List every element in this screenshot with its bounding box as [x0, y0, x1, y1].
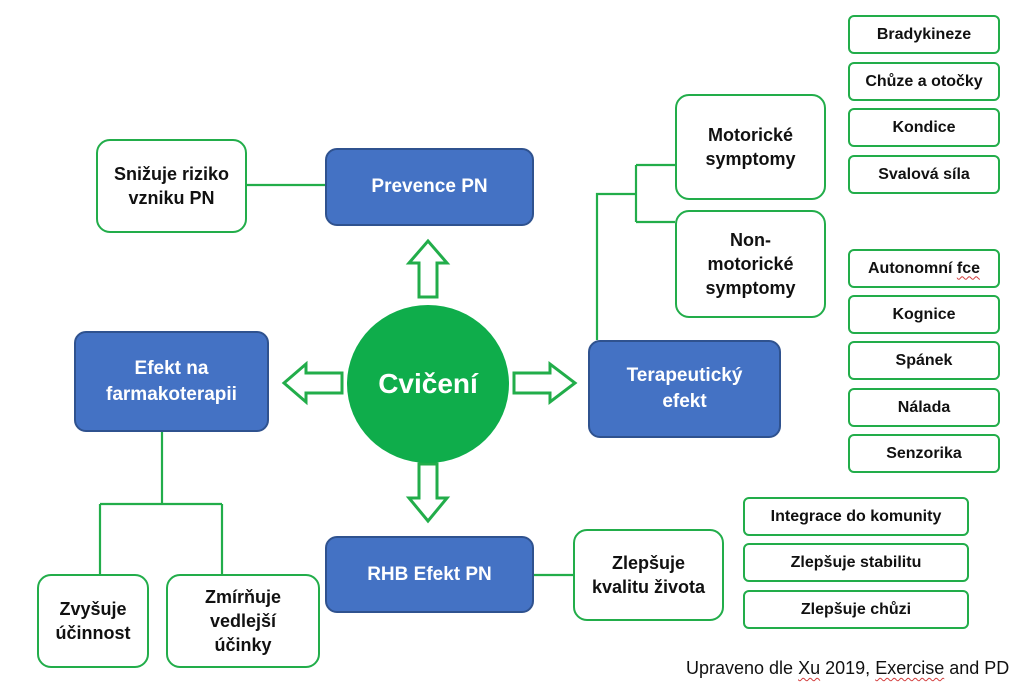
center-circle: Cvičení — [347, 305, 509, 463]
motoricke-item-box: Bradykineze — [848, 15, 1000, 54]
prevence-label: Prevence PN — [371, 176, 488, 198]
farmakoterapie-box: Efekt na farmakoterapii — [74, 331, 269, 432]
arrow-right — [512, 360, 578, 406]
motoricke-item: Chůze a otočky — [865, 72, 983, 90]
arrow-up — [405, 238, 451, 299]
nonmotoricke-item-box: Nálada — [848, 388, 1000, 427]
nonmotoricke-item-box: Senzorika — [848, 434, 1000, 473]
rhb-item-box: Zlepšuje chůzi — [743, 590, 969, 629]
nonmotoricke-item-suffix: fce — [956, 259, 980, 277]
motoricke-item-box: Kondice — [848, 108, 1000, 147]
nonmotoricke-item: Autonomní fce — [868, 258, 980, 280]
nonmotoricke-box: Non-motorické symptomy — [675, 210, 826, 318]
arrow-down — [405, 462, 451, 524]
source-prefix: Upraveno dle — [686, 658, 794, 678]
farmakoterapie-item: Zmírňuje vedlejší účinky — [204, 586, 281, 656]
nonmotoricke-item: Senzorika — [886, 444, 962, 462]
arrow-left — [281, 360, 344, 406]
rhb-item-box: Integrace do komunity — [743, 497, 969, 536]
farmakoterapie-label: Efekt na farmakoterapii — [106, 357, 237, 405]
rhb-item: Zlepšuje stabilitu — [790, 553, 922, 571]
nonmotoricke-item: Kognice — [892, 305, 956, 323]
nonmotoricke-item-prefix: Autonomní — [868, 259, 953, 277]
source-note: Upraveno dle Xu 2019, Exercise and PD — [686, 658, 1009, 679]
rhb-label: RHB Efekt PN — [367, 563, 492, 585]
rhb-box: RHB Efekt PN — [325, 536, 534, 613]
rhb-item-box: Zlepšuje stabilitu — [743, 543, 969, 582]
kvalita-box: Zlepšuje kvalitu života — [573, 529, 724, 621]
rhb-item: Integrace do komunity — [770, 507, 942, 525]
prevence-note: Snižuje riziko vzniku PN — [113, 163, 230, 208]
motoricke-item: Svalová síla — [878, 165, 970, 183]
motoricke-item-box: Svalová síla — [848, 155, 1000, 194]
nonmotoricke-item-box: Spánek — [848, 341, 1000, 380]
farmakoterapie-item-box: Zmírňuje vedlejší účinky — [166, 574, 320, 668]
center-label: Cvičení — [378, 368, 478, 399]
prevence-note-box: Snižuje riziko vzniku PN — [96, 139, 247, 233]
motoricke-item: Bradykineze — [876, 25, 972, 43]
nonmotoricke-item: Nálada — [897, 398, 951, 416]
motoricke-label: Motorické symptomy — [705, 124, 796, 169]
nonmotoricke-label: Non-motorické symptomy — [705, 229, 796, 299]
source-title: Exercise — [875, 658, 945, 678]
kvalita-label: Zlepšuje kvalitu života — [591, 552, 706, 597]
motoricke-item-box: Chůze a otočky — [848, 62, 1000, 101]
motoricke-box: Motorické symptomy — [675, 94, 826, 200]
source-suffix: and PD — [949, 658, 1010, 678]
rhb-item: Zlepšuje chůzi — [800, 600, 912, 618]
farmakoterapie-item: Zvyšuje účinnost — [55, 598, 131, 643]
nonmotoricke-item-box: Autonomní fce — [848, 249, 1000, 288]
terapeuticky-box: Terapeutický efekt — [588, 340, 781, 438]
nonmotoricke-item: Spánek — [895, 351, 953, 369]
farmakoterapie-item-box: Zvyšuje účinnost — [37, 574, 149, 668]
source-year: 2019, — [825, 658, 871, 678]
prevence-box: Prevence PN — [325, 148, 534, 226]
source-author: Xu — [798, 658, 821, 678]
motoricke-item: Kondice — [892, 118, 956, 136]
nonmotoricke-item-box: Kognice — [848, 295, 1000, 334]
terapeuticky-label: Terapeutický efekt — [626, 365, 743, 412]
